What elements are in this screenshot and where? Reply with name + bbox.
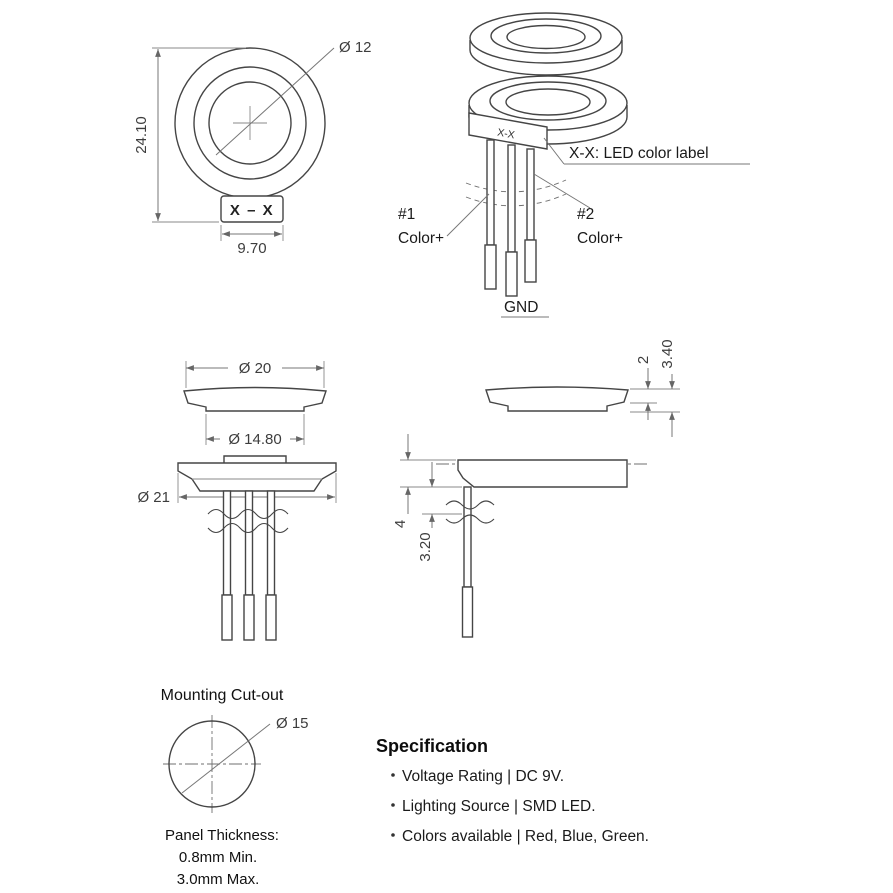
callout-label: X-X: LED color label	[569, 145, 709, 162]
break-wave	[445, 500, 495, 510]
pin2-leader	[533, 173, 591, 209]
dia12-label: Ø 12	[339, 39, 372, 56]
gnd-label: GND	[504, 299, 538, 316]
pin-tip	[243, 594, 255, 641]
exploded-view: X-X X-X: LED color label #1 Color+ #2 Co…	[398, 12, 750, 318]
width-dim-label: 9.70	[237, 240, 266, 257]
body-boss	[223, 455, 287, 463]
pin1-leader	[446, 193, 490, 237]
dim2-label: 2	[635, 356, 652, 364]
body-profile	[457, 459, 628, 488]
break-dash	[465, 179, 567, 193]
pin1-label: Color+	[398, 230, 444, 247]
break-dash	[465, 193, 567, 207]
pin	[222, 490, 232, 596]
label-tab-marking: X – X	[230, 202, 274, 219]
spec-item: Colors available | Red, Blue, Green.	[402, 828, 649, 845]
spec-item: Lighting Source | SMD LED.	[402, 798, 596, 815]
pin-gnd	[507, 144, 516, 253]
pin1-tip	[484, 244, 497, 290]
pin2-label: Color+	[577, 230, 623, 247]
bullet-dot	[391, 773, 395, 777]
dia1480-label: Ø 14.80	[228, 431, 281, 448]
dim340-label: 3.40	[659, 339, 676, 368]
tab-marking: X-X	[496, 127, 515, 142]
profile-view: 2 3.40 4 3.20	[392, 339, 680, 638]
dim320-label: 3.20	[417, 532, 434, 561]
lens-dome-ellipse	[506, 24, 586, 50]
lens-ring-ellipse	[490, 18, 602, 54]
bullet-dot	[391, 833, 395, 837]
specification: Specification Voltage Rating | DC 9V. Li…	[376, 736, 649, 845]
pin2	[526, 148, 535, 241]
body-recess-ellipse	[505, 88, 591, 116]
pin	[266, 490, 276, 596]
cap-profile	[183, 386, 327, 412]
pin1	[486, 139, 495, 246]
dia21-label: Ø 21	[137, 489, 170, 506]
pin-gnd-tip	[505, 251, 518, 297]
pin	[463, 486, 472, 588]
spec-heading: Specification	[376, 736, 488, 756]
panel-min-label: 0.8mm Min.	[179, 849, 257, 866]
label-tab	[220, 195, 284, 223]
pin-tip	[461, 586, 474, 638]
callout-leader	[543, 137, 565, 165]
dia15-leader	[181, 723, 271, 794]
lens-circle	[208, 81, 292, 165]
break-wave	[207, 508, 289, 520]
cutout-circle	[168, 720, 256, 808]
panel-max-label: 3.0mm Max.	[177, 871, 260, 888]
pin	[244, 490, 254, 596]
dim4-label: 4	[392, 520, 409, 528]
pin-tip	[221, 594, 233, 641]
cutout-title: Mounting Cut-out	[161, 687, 284, 704]
cap-profile	[485, 386, 629, 412]
bullet-dot	[391, 803, 395, 807]
bezel-inner-circle	[193, 66, 307, 180]
lens-outer-ellipse	[469, 12, 623, 64]
break-wave	[207, 522, 289, 534]
body-ring-ellipse	[489, 81, 607, 121]
pin2-number: #2	[577, 206, 594, 223]
body-flange	[177, 462, 337, 492]
pin-tip	[265, 594, 277, 641]
pin1-number: #1	[398, 206, 415, 223]
cutout-view: Mounting Cut-out Ø 15 Panel Thickness: 0…	[161, 687, 309, 888]
dia12-leader-line	[215, 47, 335, 156]
panel-thickness-label: Panel Thickness:	[165, 827, 279, 844]
body-outer-ellipse	[468, 75, 628, 131]
dia20-label: Ø 20	[239, 360, 272, 377]
side-view: Ø 20 Ø 14.80 Ø 21	[137, 360, 337, 641]
lens-bottom-arc	[469, 49, 623, 76]
spec-item: Voltage Rating | DC 9V.	[402, 768, 564, 785]
color-label-tab	[468, 112, 548, 150]
pin2-tip	[524, 239, 537, 283]
dia15-label: Ø 15	[276, 715, 309, 732]
front-view: Ø 12 X – X 24.10 9.70	[133, 39, 372, 257]
break-wave	[445, 514, 495, 524]
height-dim-label: 24.10	[133, 116, 150, 154]
